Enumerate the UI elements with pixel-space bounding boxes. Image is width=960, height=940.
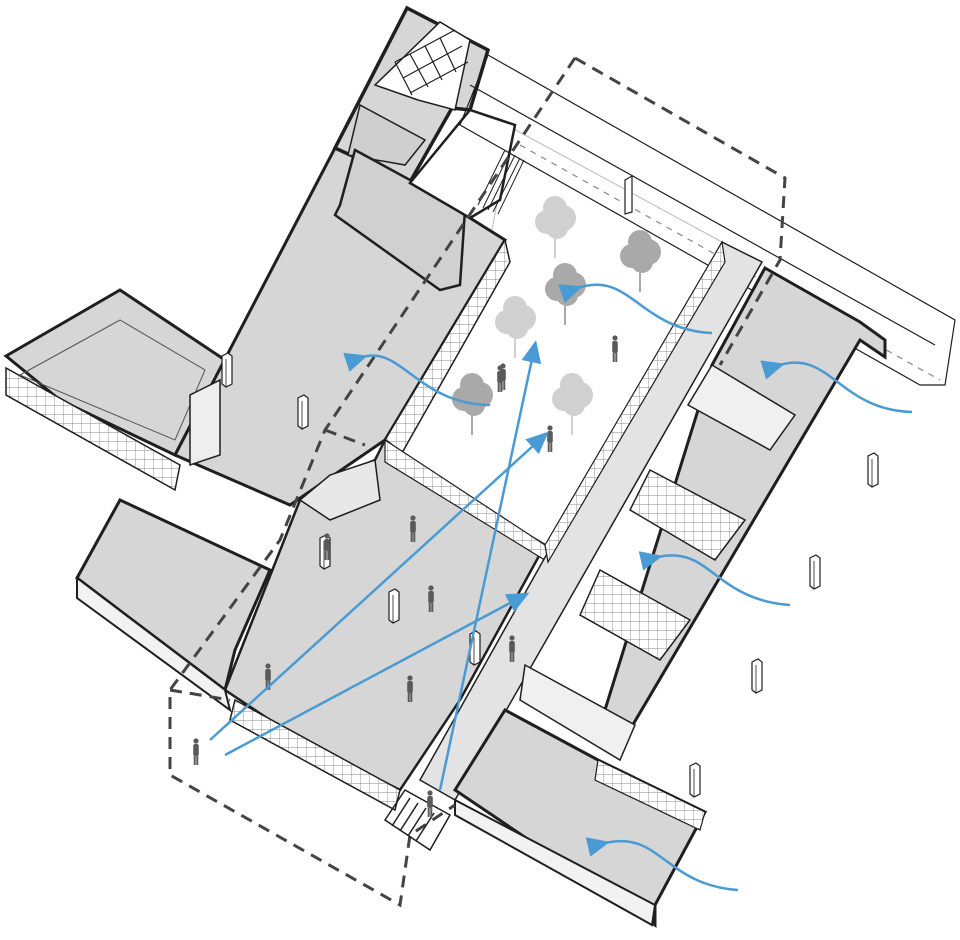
tree-icon [620, 230, 661, 292]
person-icon [509, 635, 515, 662]
person-icon [497, 365, 503, 392]
person-icon [547, 425, 553, 452]
trees [452, 196, 661, 435]
person-icon [407, 675, 413, 702]
column-post [809, 554, 821, 590]
person-icon [612, 335, 618, 362]
tree-icon [495, 296, 536, 358]
tree-icon [535, 196, 576, 258]
column-post [297, 394, 309, 430]
west-wing [3, 288, 227, 492]
tree-icon [452, 373, 493, 435]
central-hall [223, 438, 549, 812]
vent-arrow [558, 283, 713, 335]
person-icon [427, 790, 433, 817]
circulation-arrows [209, 340, 549, 791]
dashed-envelope [168, 56, 787, 908]
column-post [689, 762, 701, 798]
stair-grid [394, 29, 469, 96]
columns [221, 352, 879, 798]
tree-icon [552, 373, 593, 435]
person-icon [193, 738, 199, 765]
people [193, 335, 618, 817]
stairs [477, 149, 525, 215]
person-icon [410, 515, 416, 542]
east-rooms [519, 265, 887, 762]
vent-arrow [343, 352, 491, 407]
service-block [332, 5, 525, 292]
column-post [388, 588, 400, 624]
vent-arrow [638, 551, 791, 607]
column-post [221, 352, 233, 388]
south-room [75, 498, 272, 713]
entrance-stair [383, 789, 452, 852]
person-icon [324, 533, 330, 560]
column-post [867, 452, 879, 488]
vent-arrow [585, 837, 739, 892]
flow-arrow [438, 340, 542, 791]
person-icon [428, 585, 434, 612]
ventilation-arrows [343, 283, 913, 892]
column-post [751, 658, 763, 694]
vent-arrow [760, 360, 913, 414]
flow-arrow [209, 431, 549, 741]
southeast-room [452, 708, 708, 928]
